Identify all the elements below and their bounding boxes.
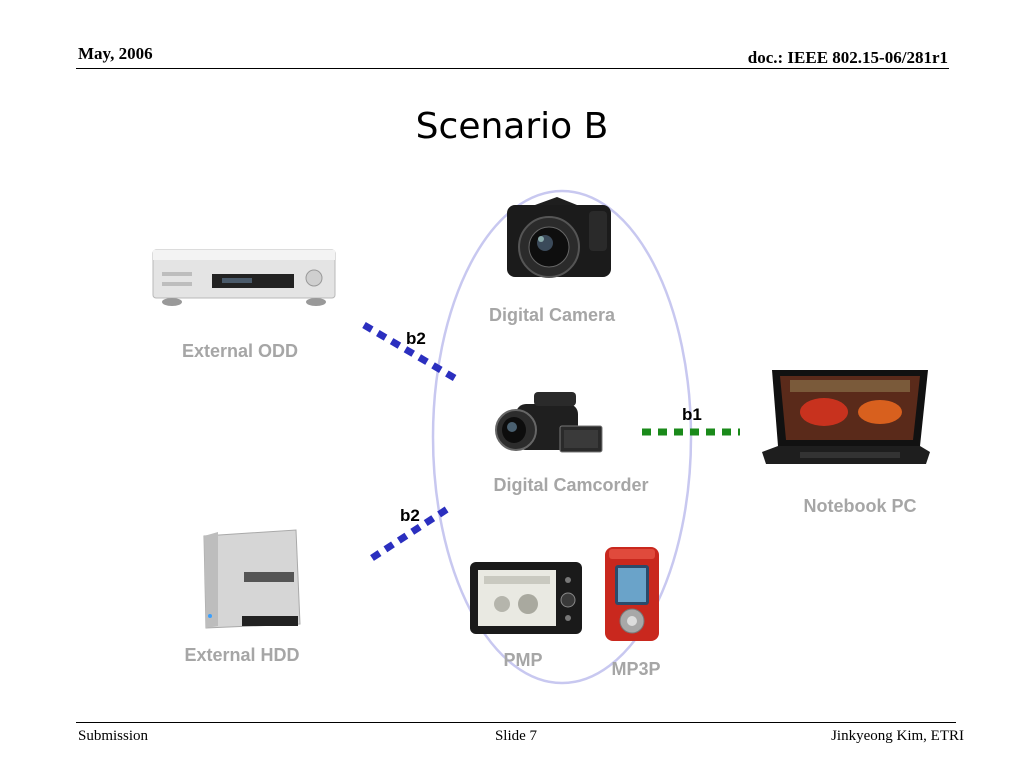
- label-pmp: PMP: [503, 650, 543, 670]
- digital-camera-icon: [507, 197, 611, 278]
- pmp-icon: [470, 562, 582, 634]
- footer-submission: Submission: [78, 728, 149, 744]
- link-label-b2-bottom: b2: [400, 506, 420, 525]
- link-label-b1: b1: [682, 405, 702, 424]
- footer-rule: [76, 722, 956, 723]
- label-notebook-pc: Notebook PC: [803, 496, 917, 516]
- header-doc-id: doc.: IEEE 802.15-06/281r1: [747, 48, 948, 67]
- label-external-odd: External ODD: [181, 341, 299, 361]
- label-external-hdd: External HDD: [184, 645, 300, 665]
- label-digital-camcorder: Digital Camcorder: [493, 475, 649, 495]
- header-date: May, 2006: [78, 44, 153, 63]
- label-digital-camera: Digital Camera: [488, 305, 616, 325]
- external-odd-icon: [152, 249, 336, 306]
- footer-slide-number: Slide 7: [494, 728, 538, 744]
- footer-author: Jinkyeong Kim, ETRI: [831, 728, 964, 744]
- digital-camcorder-icon: [495, 392, 603, 453]
- mp3p-icon: [605, 547, 659, 641]
- notebook-pc-icon: [762, 370, 930, 464]
- label-mp3p: MP3P: [611, 659, 661, 679]
- link-label-b2-top: b2: [406, 329, 426, 348]
- slide-title: Scenario B: [415, 106, 609, 147]
- external-hdd-icon: [203, 529, 301, 629]
- header-rule: [76, 68, 949, 69]
- b2-link-top: [362, 321, 460, 384]
- piconet-ellipse: [431, 189, 693, 685]
